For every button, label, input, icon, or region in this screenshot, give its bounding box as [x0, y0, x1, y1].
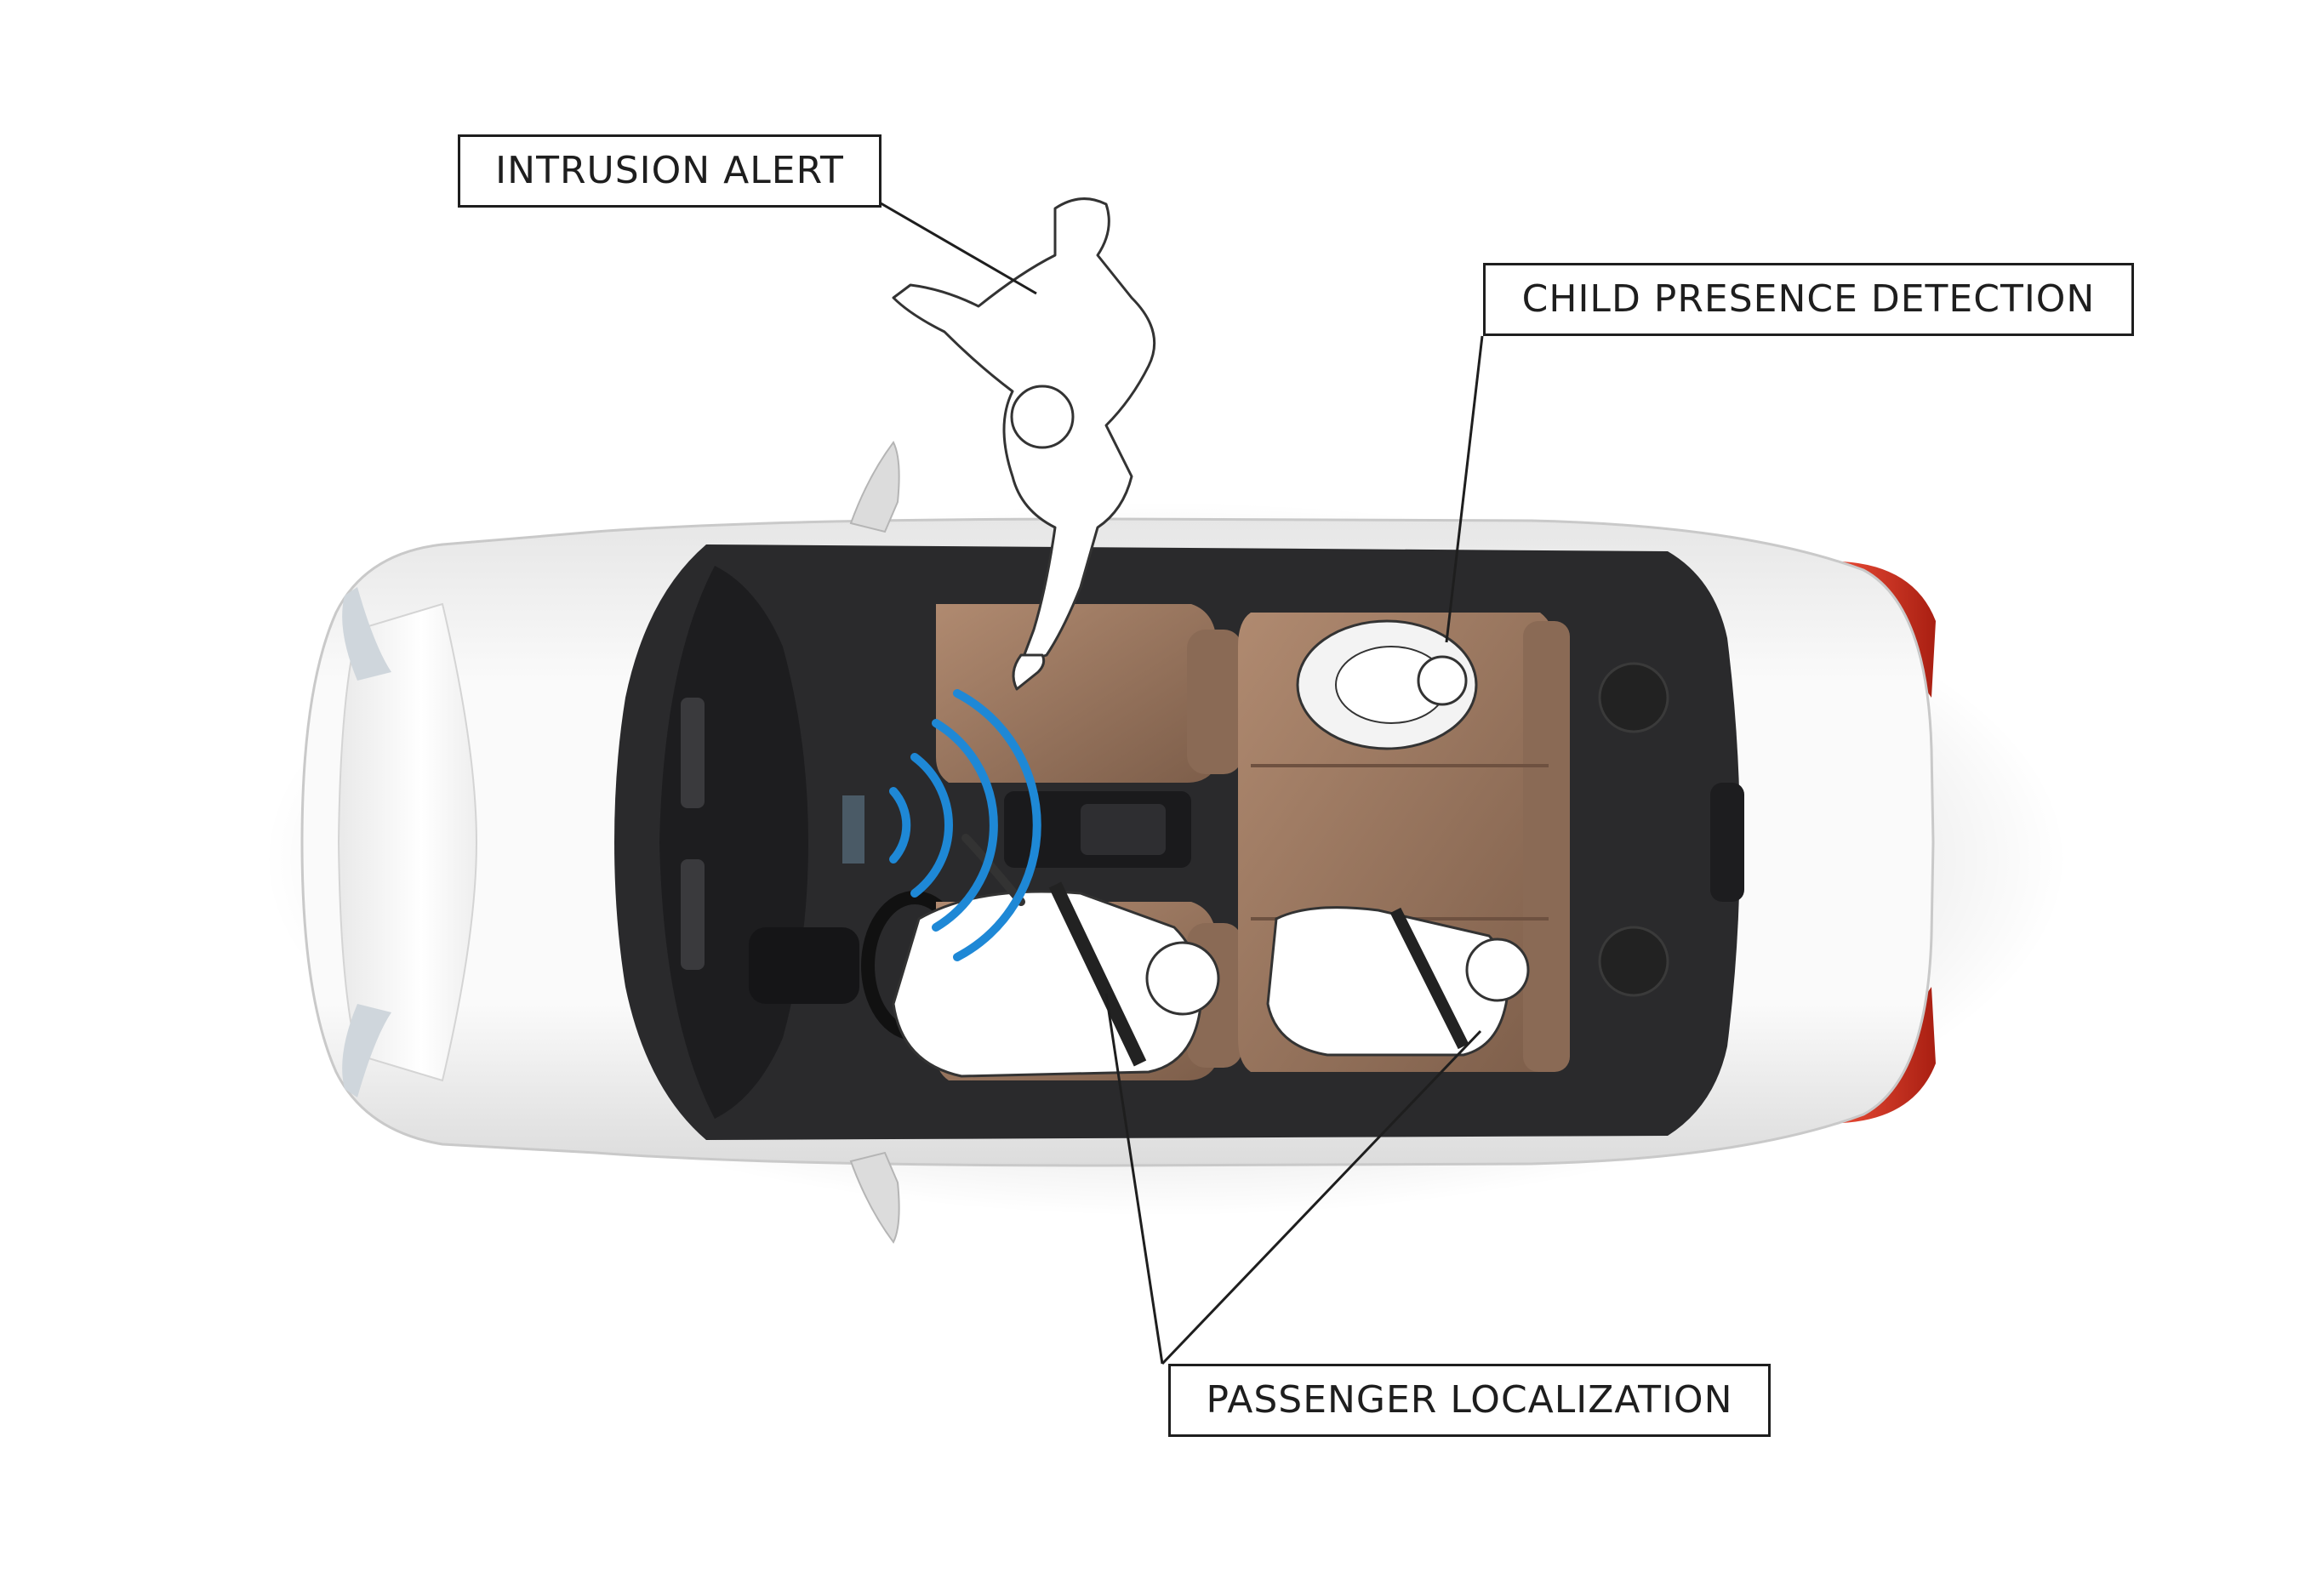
intruder-person [892, 197, 1156, 691]
radar-waves-icon [889, 689, 1041, 961]
hood [337, 602, 478, 1082]
steering-column [749, 927, 859, 1004]
headlight-bottom [342, 1004, 391, 1097]
speaker-top [1598, 662, 1669, 733]
driver-head [1145, 941, 1220, 1016]
center-screen [842, 795, 864, 864]
intrusion-alert-label: INTRUSION ALERT [458, 134, 881, 208]
passenger-localization-label: PASSENGER LOCALIZATION [1168, 1364, 1771, 1437]
seatbelt-rear [1389, 907, 1469, 1050]
front-seat-passenger [936, 604, 1217, 783]
vent-top [681, 698, 705, 808]
seatbelt-driver [1048, 881, 1147, 1067]
leader-passenger-1 [1104, 993, 1164, 1365]
child-head [1417, 655, 1468, 706]
speaker-bottom [1598, 926, 1669, 997]
child-presence-detection-label: CHILD PRESENCE DETECTION [1483, 263, 2134, 336]
rear-seat-back [1523, 621, 1570, 1072]
rear-passenger-head [1465, 938, 1530, 1002]
mirror-top [849, 441, 900, 533]
headlight-top [342, 587, 391, 681]
leader-lines [876, 199, 1484, 1365]
leader-passenger-2 [1161, 1029, 1482, 1365]
vent-bottom [681, 859, 705, 970]
mirror-bottom [849, 1151, 900, 1244]
front-seat-passenger-back [1187, 630, 1242, 774]
leader-child [1445, 335, 1484, 643]
leader-intrusion [876, 199, 1037, 295]
